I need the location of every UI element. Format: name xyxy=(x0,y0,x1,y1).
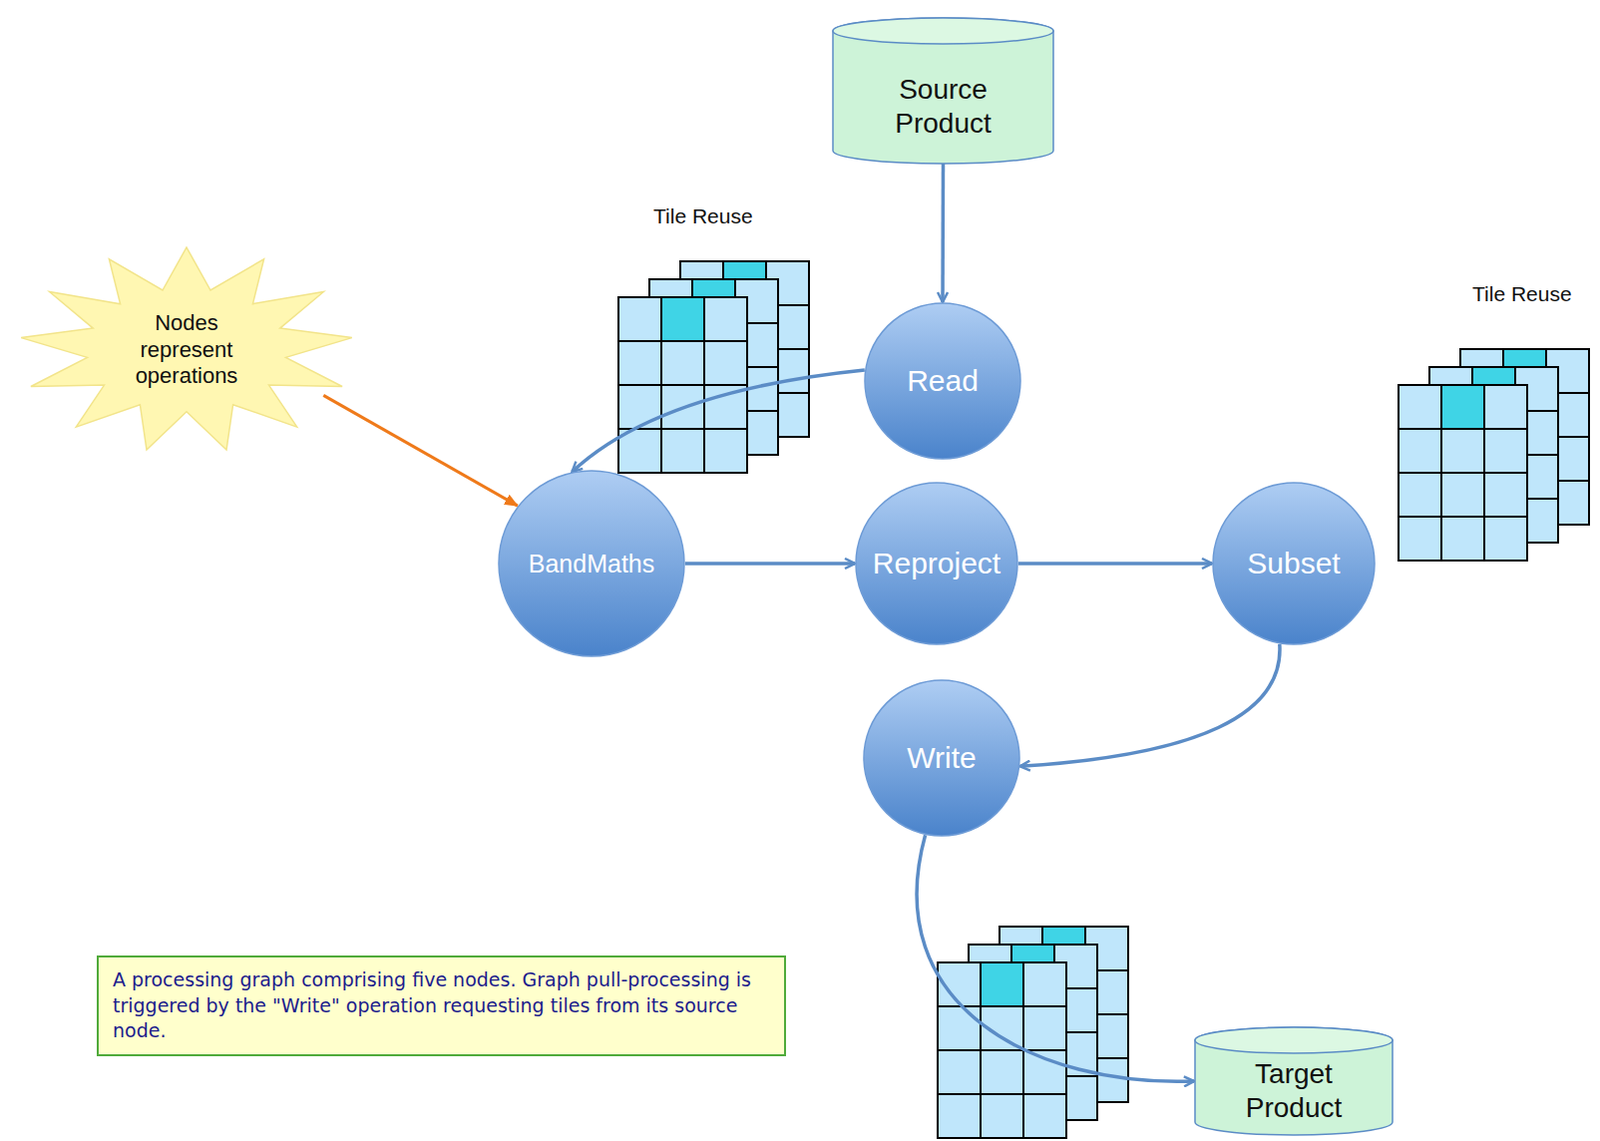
tile-stack xyxy=(1398,349,1590,561)
tile-stack xyxy=(937,926,1129,1139)
flow-arrow xyxy=(1018,561,1212,566)
illustration-label: Tile Reuse xyxy=(653,204,754,229)
operation-node: BandMaths xyxy=(497,469,686,658)
node-label: Read xyxy=(906,363,979,400)
source-product: Source Product xyxy=(831,17,1055,164)
node-label: Write xyxy=(906,740,976,777)
flow-arrow xyxy=(685,561,855,566)
node-label: Source Product xyxy=(873,72,1014,140)
operation-node: Reproject xyxy=(854,481,1019,646)
node-label: Nodes represent operations xyxy=(127,310,246,390)
flow-arrow xyxy=(940,163,945,303)
operation-node: Write xyxy=(862,679,1021,837)
operation-node: Subset xyxy=(1211,481,1376,646)
flow-arrow xyxy=(916,834,1195,1082)
node-label: Target Product xyxy=(1223,1057,1364,1125)
target-product: Target Product xyxy=(1194,1027,1394,1136)
callout-starburst: Nodes represent operations xyxy=(17,245,356,455)
operation-node: Read xyxy=(863,302,1022,460)
callout-arrow xyxy=(323,395,518,506)
node-label: BandMaths xyxy=(528,548,655,579)
caption-note: A processing graph comprising five nodes… xyxy=(96,955,787,1057)
flow-arrow xyxy=(1020,644,1280,768)
tile-stack xyxy=(618,261,809,473)
flow-arrow xyxy=(572,370,865,472)
node-label: Reproject xyxy=(872,545,1001,582)
node-label: Subset xyxy=(1246,545,1340,582)
illustration-label: Tile Reuse xyxy=(1472,282,1573,307)
